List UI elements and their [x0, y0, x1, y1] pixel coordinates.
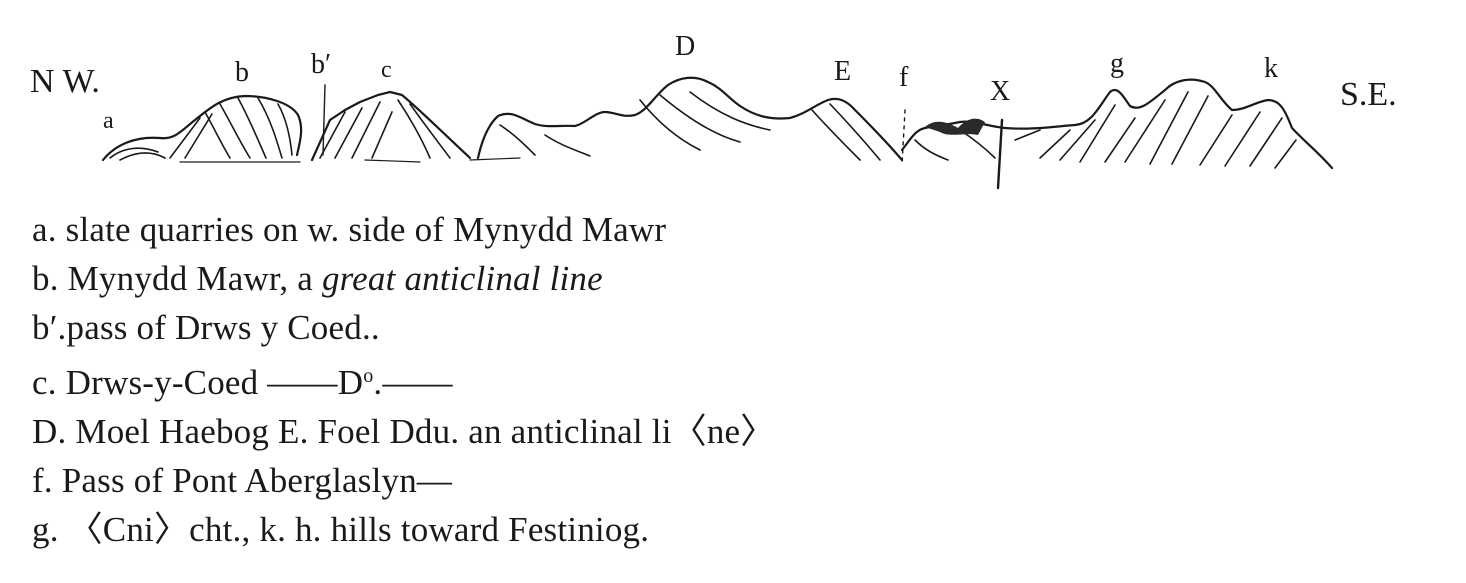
label-X: X: [990, 76, 1010, 107]
ground-baseline: [179, 157, 521, 163]
legend-line-f: f. Pass of Pont Aberglaslyn—: [32, 461, 453, 500]
legend-line-c-text: c. Drws-y-Coed ——D: [32, 363, 364, 402]
strata-hatching: [109, 91, 1297, 169]
legend-line-b: b. Mynydd Mawr, a great anticlinal line: [32, 254, 1452, 303]
legend-caption: a. slate quarries on w. side of Mynydd M…: [32, 205, 1452, 554]
fault-line-x: [996, 118, 1004, 190]
pass-f-marker: [901, 109, 906, 166]
label-c: c: [381, 57, 392, 83]
label-D: D: [675, 31, 695, 62]
label-a: a: [103, 108, 114, 134]
label-b-prime: b′: [311, 49, 331, 80]
legend-line-b-italic: great anticlinal line: [321, 259, 603, 298]
legend-line-c: c. Drws-y-Coed ——Do.——: [32, 352, 1452, 407]
label-b: b: [235, 57, 249, 88]
legend-line-a: a. slate quarries on w. side of Mynydd M…: [32, 210, 667, 249]
compass-se-label: S.E.: [1340, 76, 1397, 113]
legend-line-d-e: D. Moel Haebog E. Foel Ddu. an anticlina…: [32, 412, 776, 451]
legend-line-b-prime: b′.pass of Drws y Coed..: [32, 308, 380, 347]
ridge-profile-line: [101, 76, 1334, 170]
legend-line-g-k: g. 〈Cni〉cht., k. h. hills toward Festini…: [32, 510, 650, 549]
legend-line-b-text: b. Mynydd Mawr, a: [32, 259, 322, 298]
pass-b-prime-marker: [322, 84, 326, 156]
geological-section-sketch: N W. S.E. a b b′ c D E f X g k: [30, 31, 1397, 190]
compass-nw-label: N W.: [30, 63, 100, 100]
label-g: g: [1110, 48, 1124, 79]
legend-line-c-tail: .——: [373, 363, 453, 402]
label-f: f: [899, 62, 909, 93]
dark-outcrop-shape: [925, 118, 985, 135]
label-E: E: [834, 56, 851, 87]
legend-line-c-superscript: o: [363, 365, 374, 387]
label-k: k: [1264, 53, 1278, 84]
